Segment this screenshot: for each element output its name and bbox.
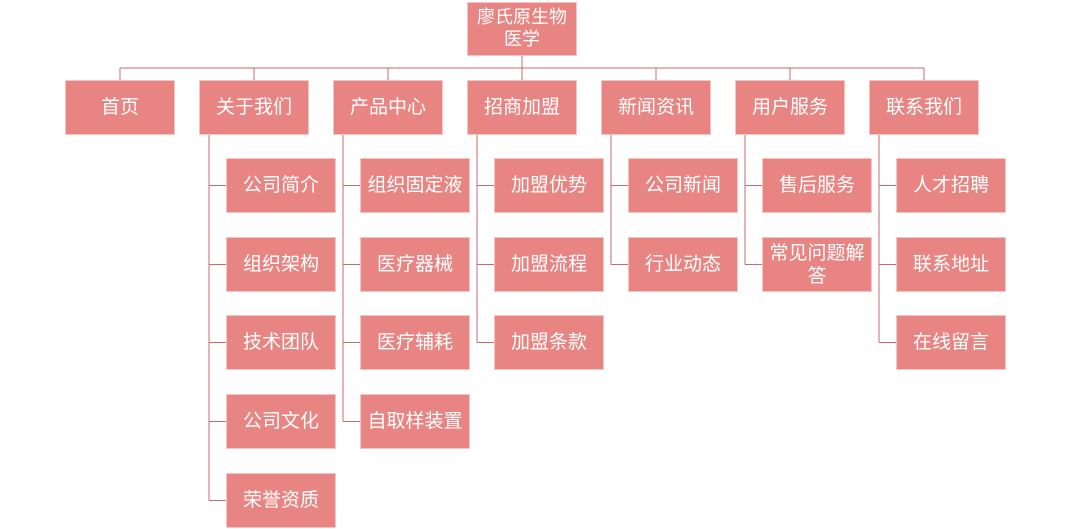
child-node: 加盟优势 bbox=[494, 158, 604, 213]
category-node: 联系我们 bbox=[869, 80, 979, 135]
child-label: 技术团队 bbox=[242, 331, 319, 353]
category-label: 联系我们 bbox=[885, 96, 962, 118]
child-node: 医疗器械 bbox=[360, 237, 470, 292]
category-node: 招商加盟 bbox=[467, 80, 577, 135]
child-node: 加盟流程 bbox=[494, 237, 604, 292]
root-node: 廖氏原生物医学 bbox=[467, 2, 577, 56]
child-node: 技术团队 bbox=[226, 315, 336, 370]
child-node: 公司简介 bbox=[226, 158, 336, 213]
category-node: 首页 bbox=[65, 80, 175, 135]
child-label: 公司简介 bbox=[242, 174, 319, 196]
child-node: 人才招聘 bbox=[896, 158, 1006, 213]
child-node: 组织固定液 bbox=[360, 158, 470, 213]
child-label: 组织架构 bbox=[242, 253, 319, 275]
child-node: 医疗辅耗 bbox=[360, 315, 470, 370]
child-label: 荣誉资质 bbox=[242, 489, 319, 511]
category-node: 新闻资讯 bbox=[601, 80, 711, 135]
child-node: 组织架构 bbox=[226, 237, 336, 292]
child-node: 公司新闻 bbox=[628, 158, 738, 213]
category-label: 关于我们 bbox=[215, 96, 292, 118]
child-label: 售后服务 bbox=[778, 174, 855, 196]
child-node: 加盟条款 bbox=[494, 315, 604, 370]
child-label: 联系地址 bbox=[912, 253, 989, 275]
child-label: 公司新闻 bbox=[644, 174, 721, 196]
category-node: 用户服务 bbox=[735, 80, 845, 135]
child-label: 加盟条款 bbox=[510, 331, 587, 353]
category-label: 招商加盟 bbox=[483, 96, 560, 118]
child-label: 公司文化 bbox=[242, 410, 319, 432]
child-label: 组织固定液 bbox=[367, 174, 463, 196]
category-label: 首页 bbox=[100, 96, 139, 118]
child-label: 医疗辅耗 bbox=[376, 331, 453, 353]
category-node: 关于我们 bbox=[199, 80, 309, 135]
category-node: 产品中心 bbox=[333, 80, 443, 135]
child-label: 加盟优势 bbox=[510, 174, 587, 196]
child-node: 售后服务 bbox=[762, 158, 872, 213]
child-label: 常见问题解答 bbox=[769, 241, 865, 287]
child-node: 自取样装置 bbox=[360, 394, 470, 449]
child-label: 自取样装置 bbox=[367, 410, 463, 432]
child-node: 常见问题解答 bbox=[762, 237, 872, 292]
category-label: 用户服务 bbox=[751, 96, 828, 118]
child-node: 在线留言 bbox=[896, 315, 1006, 370]
child-label: 加盟流程 bbox=[510, 253, 587, 275]
child-node: 联系地址 bbox=[896, 237, 1006, 292]
child-node: 公司文化 bbox=[226, 394, 336, 449]
child-label: 人才招聘 bbox=[912, 174, 989, 196]
category-label: 新闻资讯 bbox=[617, 96, 694, 118]
root-label: 廖氏原生物医学 bbox=[477, 7, 567, 50]
child-node: 行业动态 bbox=[628, 237, 738, 292]
child-label: 在线留言 bbox=[912, 331, 989, 353]
child-node: 荣誉资质 bbox=[226, 473, 336, 528]
category-label: 产品中心 bbox=[349, 96, 426, 118]
child-label: 行业动态 bbox=[644, 253, 721, 275]
child-label: 医疗器械 bbox=[376, 253, 453, 275]
